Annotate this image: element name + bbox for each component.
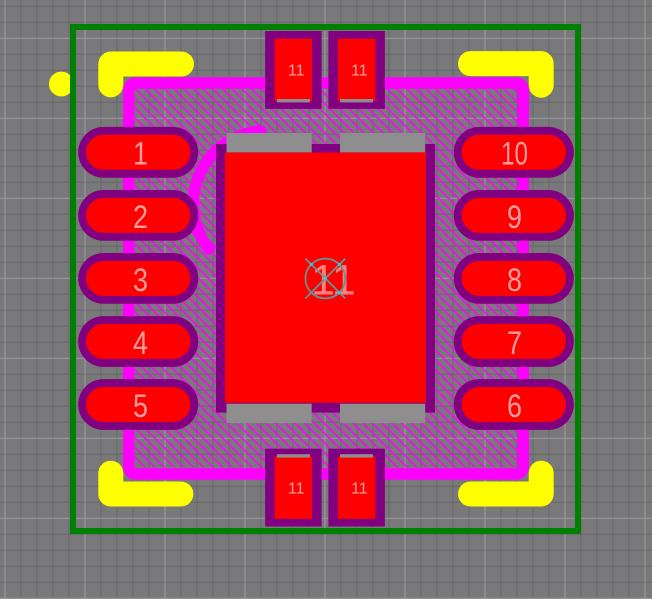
svg-text:9: 9 — [507, 199, 522, 235]
svg-text:8: 8 — [507, 262, 522, 298]
svg-text:6: 6 — [507, 388, 522, 424]
svg-text:10: 10 — [501, 136, 528, 172]
svg-text:7: 7 — [507, 325, 522, 361]
svg-text:4: 4 — [133, 325, 148, 361]
svg-text:11: 11 — [351, 63, 368, 80]
svg-text:1: 1 — [133, 136, 148, 172]
svg-text:2: 2 — [133, 199, 148, 235]
svg-text:3: 3 — [133, 262, 148, 298]
svg-text:11: 11 — [351, 480, 368, 497]
svg-text:5: 5 — [133, 388, 148, 424]
svg-text:11: 11 — [288, 63, 305, 80]
svg-text:11: 11 — [288, 480, 305, 497]
